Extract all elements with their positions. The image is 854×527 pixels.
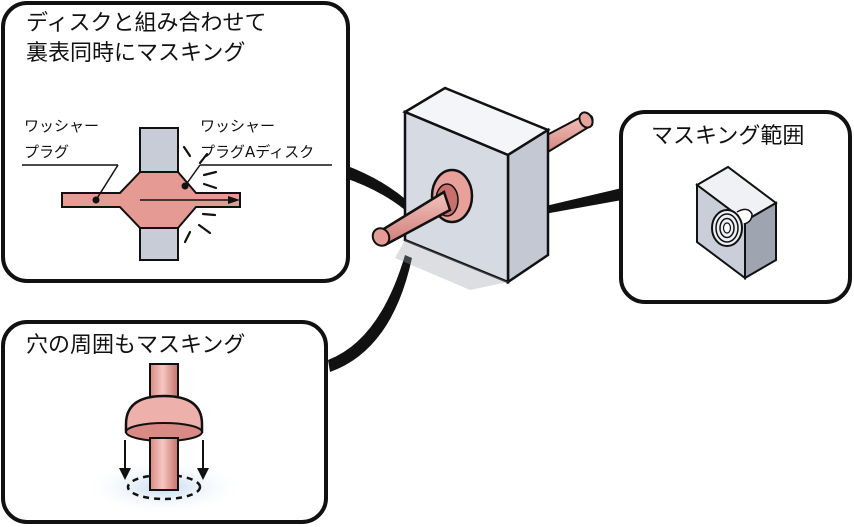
- label-washer-plug-line1: ワッシャー: [24, 117, 99, 135]
- label-washer-plug-line2: プラグ: [24, 143, 69, 161]
- callout-range-title: マスキング範囲: [651, 124, 804, 149]
- callout-disk-masking: ディスクと組み合わせて 裏表同時にマスキング ワッシャー プラグ ワッシャー プ…: [1, 1, 350, 283]
- label-washer-plug-disk-line2: プラグAディスク: [200, 143, 314, 161]
- label-washer-plug-disk-line1: ワッシャー: [200, 117, 275, 135]
- callout-disk-line1: ディスクと組み合わせて: [26, 11, 266, 36]
- callout-masking-range: マスキング範囲: [619, 110, 852, 304]
- callout-hole-title: 穴の周囲もマスキング: [26, 333, 245, 358]
- callout-hole-masking: 穴の周囲もマスキング: [1, 320, 328, 524]
- central-part-illustration: [371, 86, 594, 290]
- callout-disk-line2: 裏表同時にマスキング: [26, 41, 245, 66]
